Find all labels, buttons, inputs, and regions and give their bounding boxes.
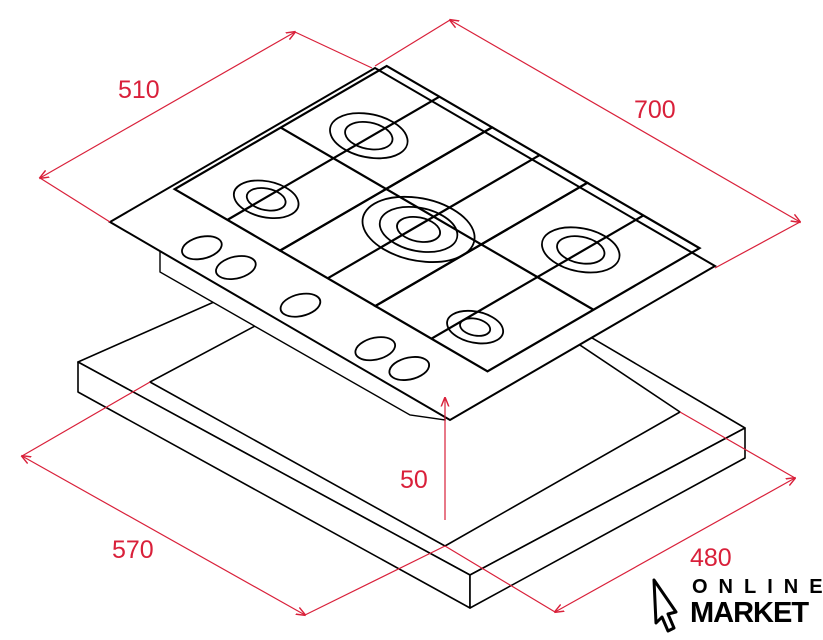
- knob: [174, 232, 230, 264]
- knob: [208, 251, 264, 283]
- dim-label-700: 700: [634, 96, 676, 124]
- knob: [381, 352, 437, 384]
- online-market-logo: ONLINE MARKET: [650, 576, 823, 632]
- dim-line-700: [450, 20, 800, 222]
- dimension-lines: [22, 20, 800, 615]
- dim-line-480: [555, 478, 795, 612]
- dim-label-50: 50: [400, 466, 428, 494]
- logo-line-1: ONLINE: [692, 576, 823, 598]
- dim-label-480: 480: [690, 544, 732, 572]
- cursor-icon: [652, 578, 678, 633]
- logo-line-2: MARKET: [690, 597, 809, 629]
- knob: [347, 333, 403, 365]
- control-knobs: [174, 232, 437, 385]
- knob: [273, 289, 329, 321]
- dim-label-510: 510: [118, 76, 160, 104]
- dim-line-510: [40, 32, 295, 178]
- dim-label-570: 570: [112, 536, 154, 564]
- dim-line-570: [22, 456, 305, 615]
